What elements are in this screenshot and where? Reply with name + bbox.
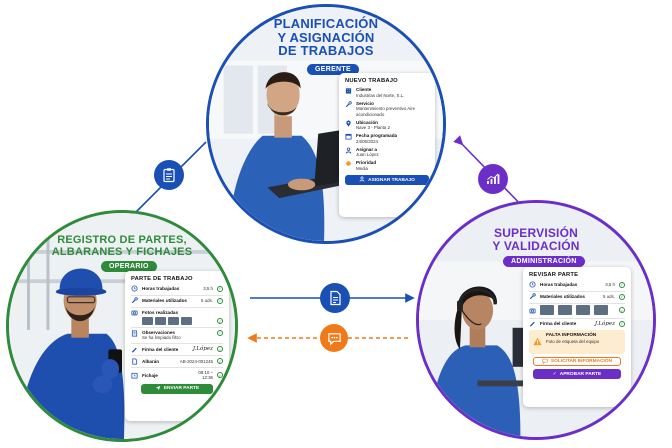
- camera-icon: [529, 307, 536, 314]
- warning-icon: [533, 333, 542, 351]
- card-heading: NUEVO TRABAJO: [345, 78, 398, 84]
- priority-dot-icon: [345, 160, 352, 167]
- field-delivery-note: Albarán AB-2024-001245 ✓: [131, 358, 223, 365]
- document-connector-icon: [320, 283, 350, 313]
- approve-report-button[interactable]: ✓ APROBAR PARTE: [533, 369, 621, 380]
- role-badge-manager: GERENTE: [307, 64, 359, 75]
- operator-title: REGISTRO DE PARTES, ALBARANES Y FICHAJES: [51, 234, 193, 258]
- send-report-button[interactable]: ENVIAR PARTE: [141, 383, 213, 394]
- role-badge-operator: OPERARIO: [101, 261, 157, 272]
- person-icon: [345, 147, 352, 154]
- calendar-icon: [345, 133, 352, 140]
- photo-thumbnail[interactable]: [142, 317, 153, 326]
- photo-thumbnail[interactable]: [594, 305, 608, 316]
- timesheet-icon: [131, 372, 138, 379]
- checkmark-icon: ✓: [552, 371, 557, 377]
- checkmark-icon: ✓: [619, 281, 625, 288]
- admin-panel: SUPERVISIÓN Y VALIDACIÓN ADMINISTRACIÓN …: [416, 200, 656, 440]
- notes-icon: [131, 330, 138, 337]
- field-client-signature: Firma del cliente J.López ✓: [529, 320, 625, 327]
- person-icon: [359, 176, 365, 184]
- missing-info-alert: FALTA INFORMACIÓN Foto de etiqueta del e…: [529, 330, 625, 355]
- photo-thumbnail[interactable]: [540, 305, 554, 316]
- checkmark-icon: ✓: [619, 320, 625, 327]
- checkmark-icon: ✓: [217, 346, 223, 353]
- checkmark-icon: ✓: [217, 318, 223, 325]
- checkmark-icon: ✓: [619, 307, 625, 314]
- bar-chart-connector-icon: [478, 164, 508, 194]
- role-badge-admin: ADMINISTRACIÓN: [503, 256, 585, 267]
- wrench-icon: [529, 293, 536, 300]
- building-icon: [345, 87, 352, 94]
- field-hours-worked: Horas trabajadas 3,5 h ✓: [131, 285, 223, 292]
- checkmark-icon: ✓: [217, 358, 223, 365]
- camera-icon: [131, 309, 138, 316]
- clock-icon: [529, 281, 536, 288]
- chat-bubble-icon: [542, 358, 548, 366]
- photo-thumbnail[interactable]: [181, 317, 192, 326]
- wrench-icon: [131, 297, 138, 304]
- location-pin-icon: [345, 120, 352, 127]
- signature-pen-icon: [529, 320, 536, 327]
- admin-title: SUPERVISIÓN Y VALIDACIÓN: [492, 226, 580, 253]
- manager-title: PLANIFICACIÓN Y ASIGNACIÓN DE TRABAJOS: [273, 16, 379, 59]
- checkmark-icon: ✓: [217, 297, 223, 304]
- photo-thumbnail[interactable]: [155, 317, 166, 326]
- photo-thumbnails: ✓: [142, 317, 223, 326]
- checkmark-icon: ✓: [619, 293, 625, 300]
- wrench-icon: [345, 100, 352, 108]
- clock-icon: [131, 285, 138, 292]
- photo-thumbnail[interactable]: [576, 305, 590, 316]
- field-clock-in: Fichaje 08:10 – 12:36 ✓: [131, 370, 223, 381]
- field-client-signature: Firma del cliente J.López ✓: [131, 346, 223, 353]
- signature-pen-icon: [131, 346, 138, 353]
- card-heading: PARTE DE TRABAJO: [131, 276, 193, 282]
- photos-row: ✓: [529, 305, 625, 316]
- work-report-card: PARTE DE TRABAJO Horas trabajadas 3,5 h …: [125, 271, 229, 421]
- assign-job-button[interactable]: ASIGNAR TRABAJO: [345, 175, 429, 186]
- field-hours-worked: Horas trabajadas 3,5 h ✓: [529, 281, 625, 288]
- card-heading: REVISAR PARTE: [529, 272, 579, 278]
- document-icon: [131, 358, 138, 365]
- checkmark-icon: ✓: [217, 372, 223, 379]
- photo-thumbnail[interactable]: [168, 317, 179, 326]
- field-materials-used: Materiales utilizados 5 uds. ✓: [529, 293, 625, 300]
- checkmark-icon: ✓: [217, 285, 223, 292]
- request-info-button[interactable]: SOLICITAR INFORMACIÓN: [533, 357, 621, 367]
- operator-panel: REGISTRO DE PARTES, ALBARANES Y FICHAJES…: [6, 210, 238, 442]
- manager-panel: PLANIFICACIÓN Y ASIGNACIÓN DE TRABAJOS G…: [206, 4, 446, 244]
- field-materials-used: Materiales utilizados 5 uds. ✓: [131, 297, 223, 304]
- photo-thumbnail[interactable]: [558, 305, 572, 316]
- chat-bubble-connector-icon: [320, 324, 348, 352]
- clipboard-connector-icon: [154, 160, 184, 190]
- send-icon: [155, 385, 161, 393]
- checkmark-icon: ✓: [217, 329, 223, 336]
- field-photos-taken: Fotos realizadas: [131, 309, 223, 316]
- review-report-card: REVISAR PARTE Horas trabajadas 3,5 h ✓ M…: [523, 267, 631, 407]
